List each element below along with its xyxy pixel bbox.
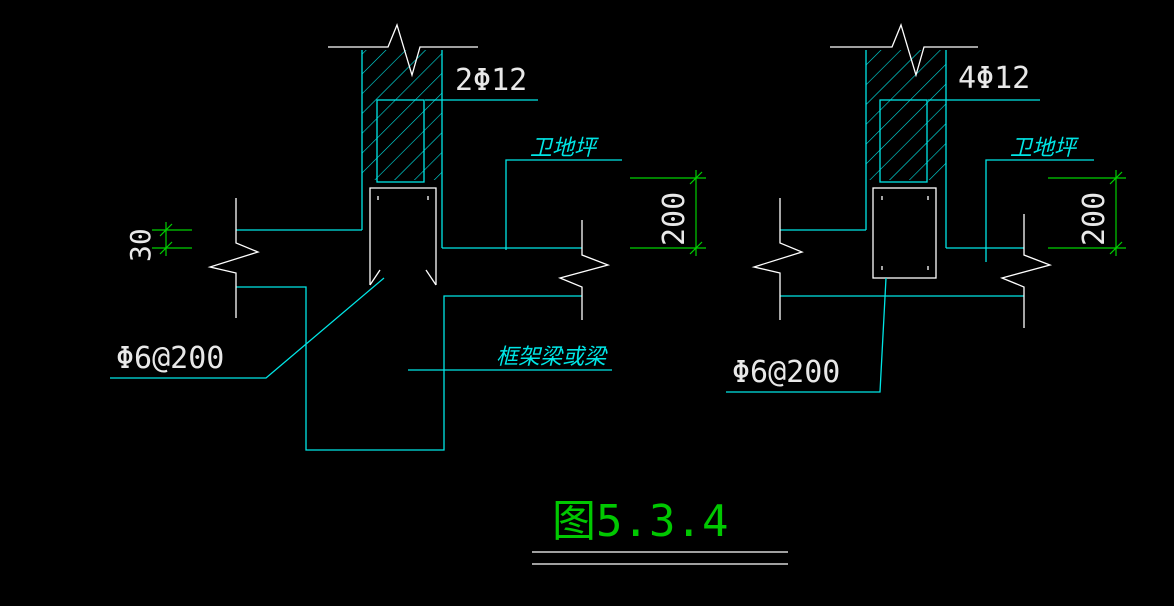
break-line-right-b [999,214,1053,328]
dim-label-200-right: 200 [1077,192,1112,246]
wall-hatch-left [362,50,442,180]
wall-hatch-right [866,50,946,180]
floor-label-left: 卫地坪 [530,136,599,161]
stirrup-label-left: Φ6@200 [116,341,224,376]
stirrup-leader-left [110,277,385,379]
floor-leader-right [985,159,1094,262]
detail-left: 2Φ12 卫地坪 Φ6@200 框架梁或梁 200 30 [110,23,706,451]
break-line-right-a [751,198,804,320]
stirrup-right [872,187,937,279]
stirrup-leader-right [726,277,887,393]
dim-30-left [152,222,192,256]
rebar-label-right: 4Φ12 [958,61,1030,96]
rebar-label-left: 2Φ12 [455,63,527,98]
wall-break-line-right [830,23,978,78]
break-line-left-b [557,220,611,320]
dim-200-left [630,170,706,256]
dim-200-right [1048,170,1126,256]
wall-break-line-left [328,23,478,78]
break-line-left-a [207,198,260,318]
floor-leader-left [505,159,622,250]
beam-outline-left [236,286,582,451]
floor-label-right: 卫地坪 [1010,136,1079,161]
wall-core-box-r [879,99,928,183]
figure-title: 图5.3.4 [552,496,728,547]
dim-label-30-left: 30 [124,228,157,262]
stirrup-hook-b [425,269,437,286]
beam-label: 框架梁或梁 [496,345,608,370]
stirrup-hook-a [369,269,381,286]
wall-core-box [376,99,425,183]
stirrup-left [369,187,437,285]
stirrup-label-right: Φ6@200 [732,355,840,390]
detail-right: 4Φ12 卫地坪 Φ6@200 200 [726,23,1126,393]
figure-title-block: 图5.3.4 [532,496,788,565]
dim-label-200-left: 200 [657,192,692,246]
